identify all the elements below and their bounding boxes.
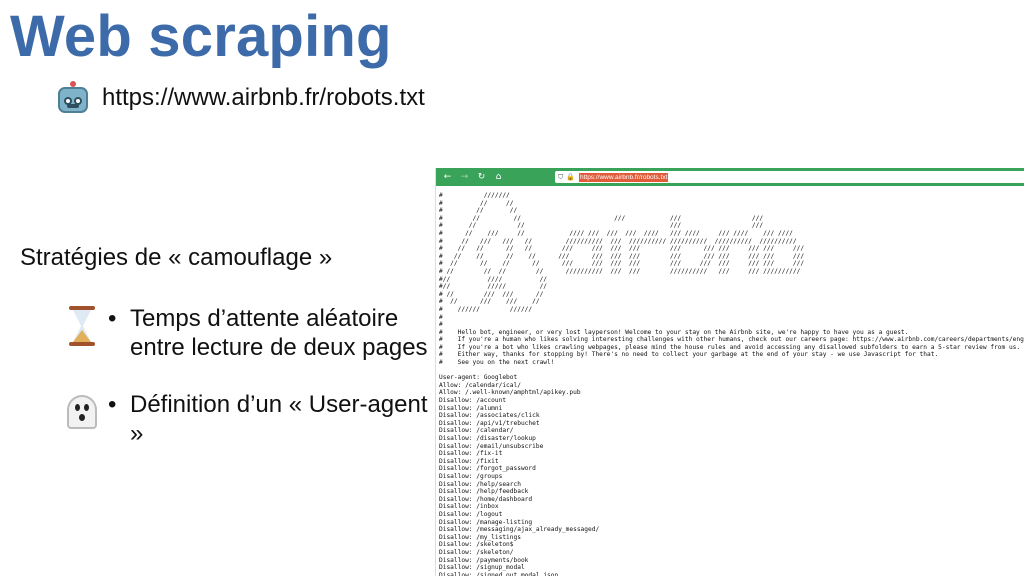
bullet-item-wait-time: • Temps d’attente aléatoire entre lectur… [60,304,430,362]
ghost-icon [65,393,99,431]
hourglass-icon [69,306,95,346]
robot-icon [54,81,92,115]
reload-icon[interactable]: ↻ [477,172,486,182]
back-arrow-icon[interactable]: ← [443,172,452,182]
browser-screenshot: ← → ↻ ⌂ ⛉ 🔒 https://www.airbnb.fr/robots… [435,168,1024,576]
lock-icon: 🔒 [566,173,575,181]
bullet-text: Définition d’un « User-agent » [130,391,428,447]
bullet-item-user-agent: • Définition d’un « User-agent » [60,390,430,448]
robots-url-line: https://www.airbnb.fr/robots.txt [54,80,425,116]
strategies-heading: Stratégies de « camouflage » [20,244,333,271]
address-bar[interactable]: ⛉ 🔒 https://www.airbnb.fr/robots.txt [555,171,1024,183]
forward-arrow-icon[interactable]: → [460,172,469,182]
robots-url-text: https://www.airbnb.fr/robots.txt [102,84,425,111]
address-url[interactable]: https://www.airbnb.fr/robots.txt [578,172,669,182]
robots-txt-content: # /////// # // // # // // # // // /// //… [439,192,1024,576]
shield-icon: ⛉ [558,172,564,181]
home-icon[interactable]: ⌂ [495,172,502,182]
browser-toolbar: ← → ↻ ⌂ ⛉ 🔒 https://www.airbnb.fr/robots… [436,168,1024,186]
bullet-text: Temps d’attente aléatoire entre lecture … [130,305,428,361]
bullet-marker: • [108,305,117,332]
slide-title: Web scraping [10,4,392,69]
bullet-marker: • [108,391,117,418]
